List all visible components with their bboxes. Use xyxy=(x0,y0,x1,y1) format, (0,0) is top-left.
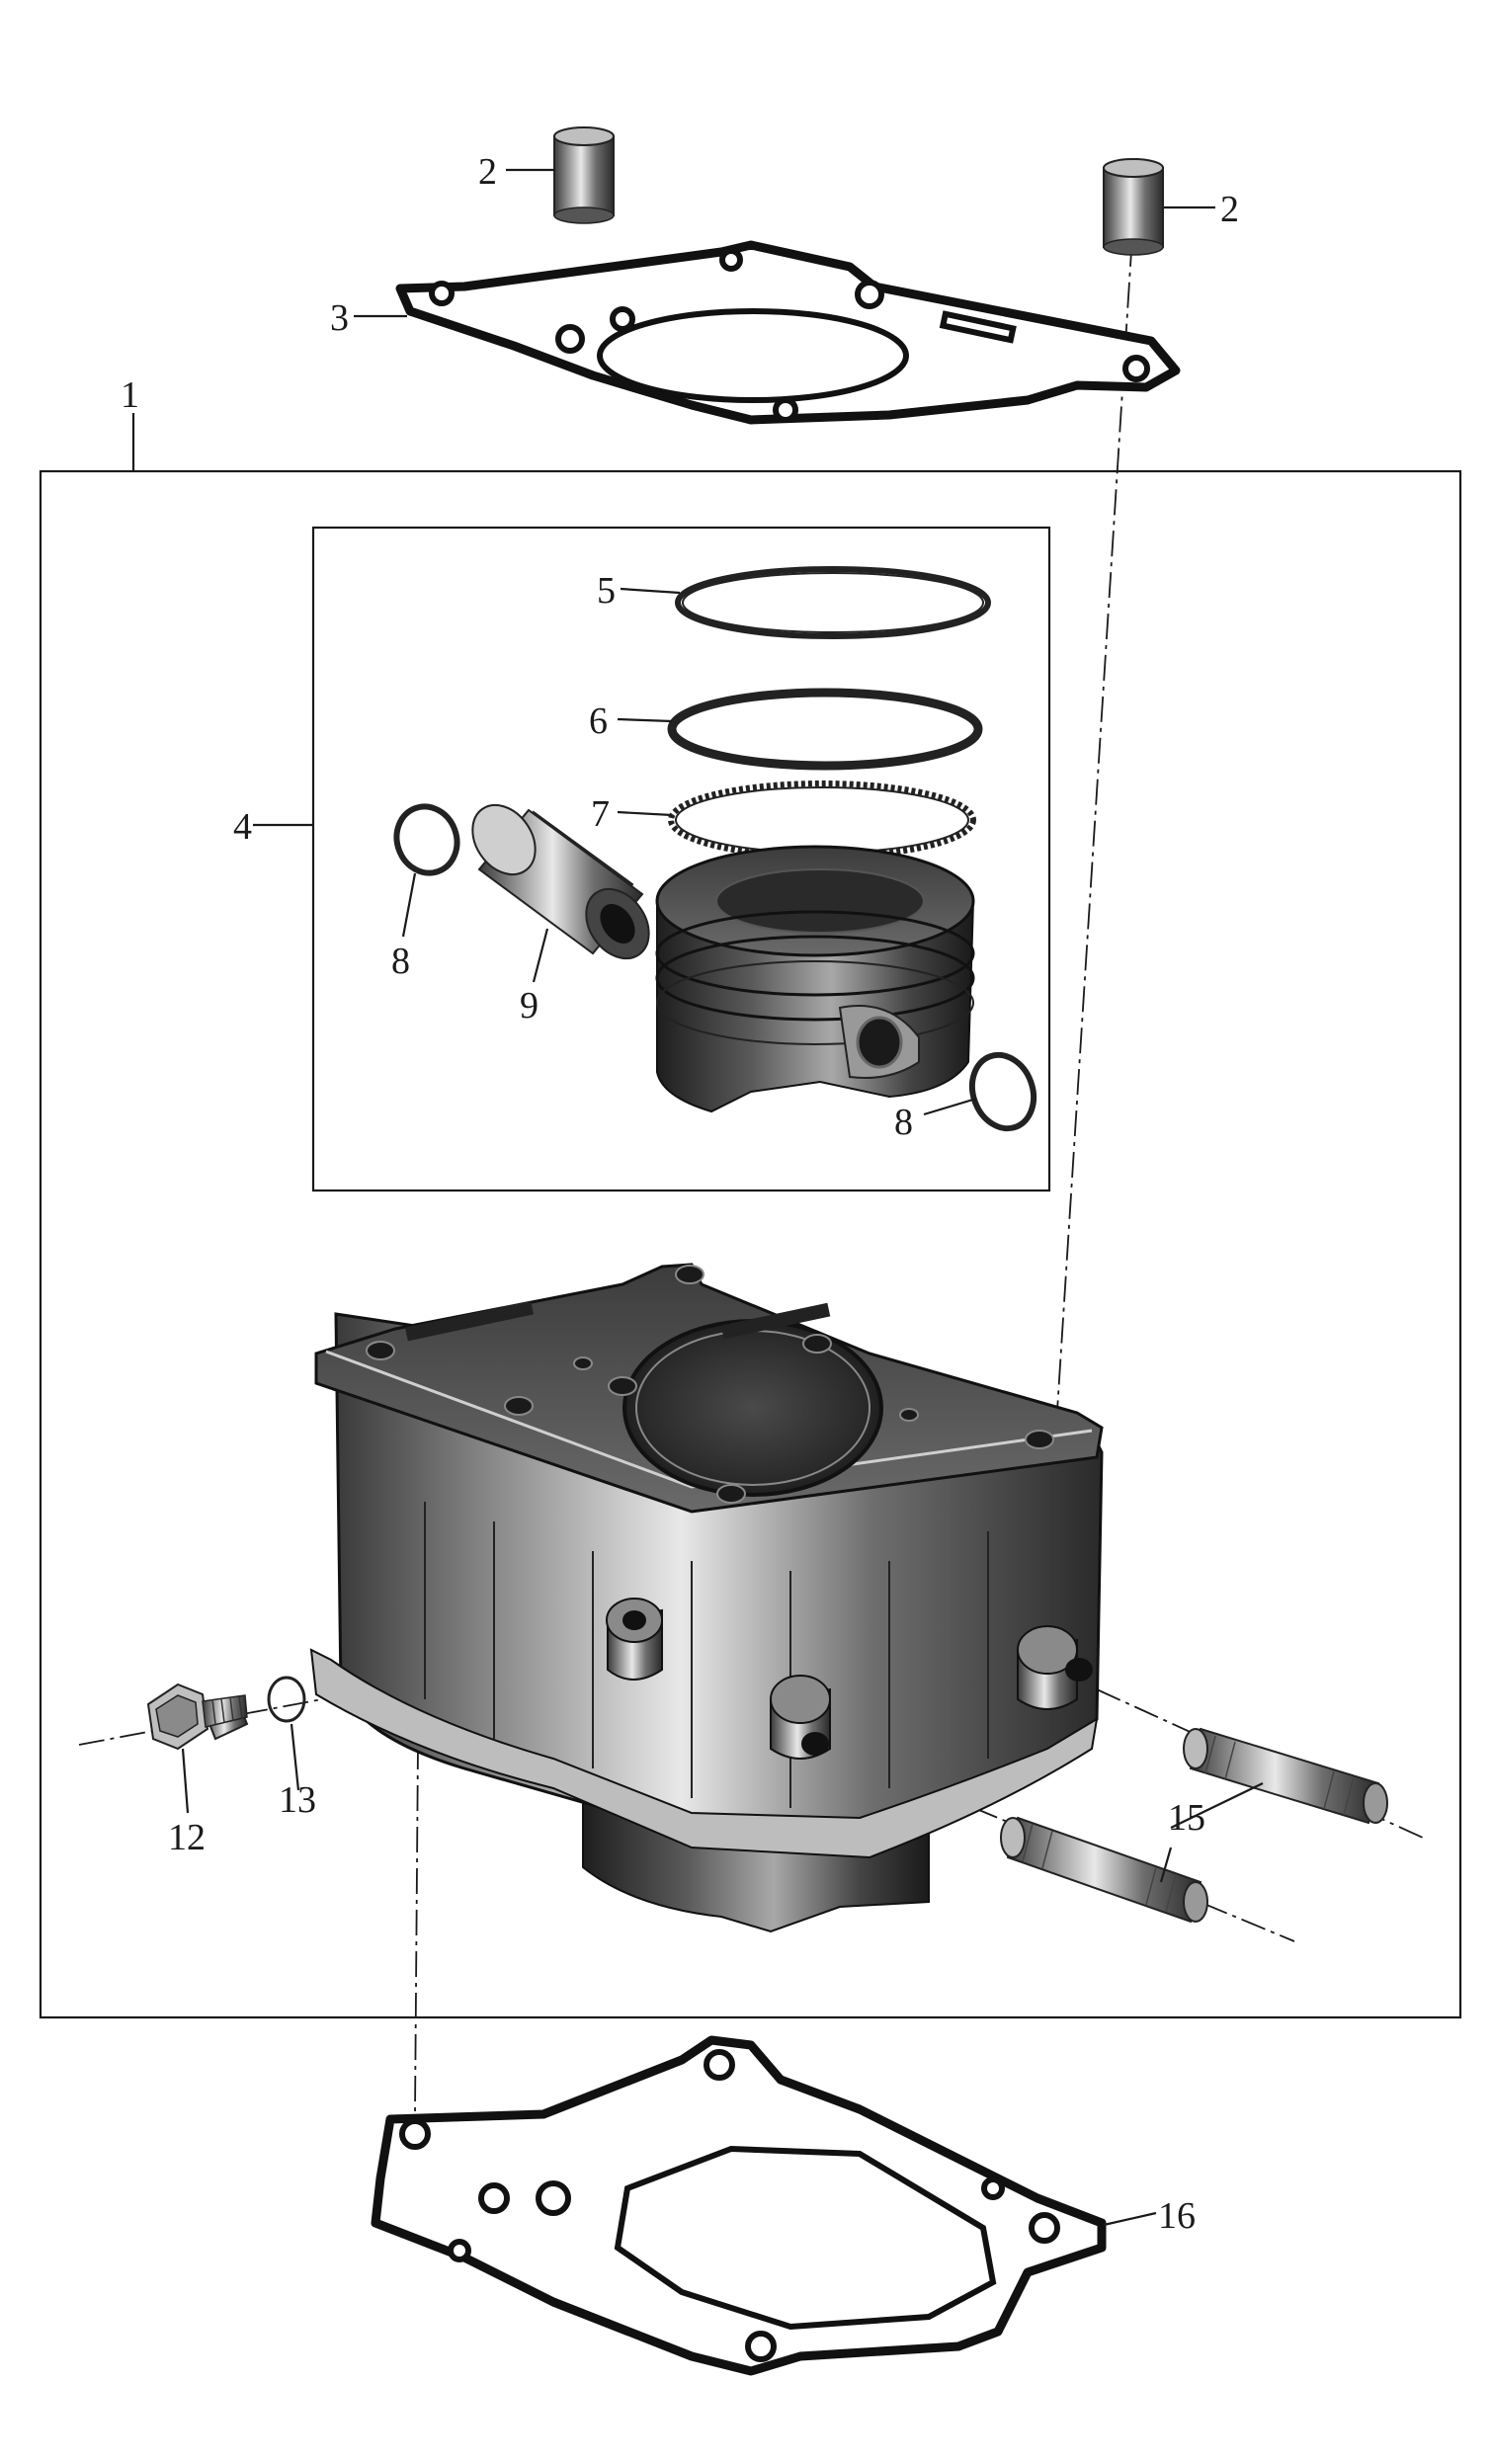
callout-1: 1 xyxy=(121,374,139,416)
piston-pin-clip-right xyxy=(968,1051,1037,1132)
second-compression-ring xyxy=(667,688,983,771)
cylinder-head-gasket xyxy=(395,240,1181,425)
callout-2-left: 2 xyxy=(478,151,497,193)
callout-2-right: 2 xyxy=(1220,189,1239,230)
dowel-pin-right xyxy=(1103,158,1164,256)
piston-subassembly-frame xyxy=(311,526,1051,1192)
callout-6: 6 xyxy=(589,700,608,742)
leader-lines xyxy=(131,168,1264,2227)
callout-5: 5 xyxy=(597,570,616,612)
callout-3: 3 xyxy=(330,297,349,339)
dowel-pin-left xyxy=(553,126,615,224)
cylinder-studs xyxy=(1000,1727,1388,1924)
top-compression-ring xyxy=(675,566,991,639)
callout-9: 9 xyxy=(520,985,539,1027)
callout-8-right: 8 xyxy=(894,1102,913,1143)
assembly-frame xyxy=(39,469,1462,2019)
callout-13: 13 xyxy=(279,1779,316,1821)
flange-bolt xyxy=(146,1683,249,1751)
cylinder-base-gasket xyxy=(371,2035,1107,2376)
callout-12: 12 xyxy=(168,1817,206,1858)
cylinder-bosses xyxy=(606,1598,1093,1760)
cylinder-block xyxy=(309,1263,1104,1933)
piston-pin-clip-left xyxy=(393,803,460,876)
callout-15: 15 xyxy=(1168,1797,1205,1839)
piston xyxy=(655,845,975,1113)
callout-16: 16 xyxy=(1158,2195,1196,2237)
callout-8-left: 8 xyxy=(391,941,410,982)
o-ring xyxy=(267,1676,306,1723)
callout-4: 4 xyxy=(233,806,252,848)
piston-pin xyxy=(471,803,650,960)
callout-7: 7 xyxy=(591,793,610,835)
callout-labels: 1 2 2 3 4 5 6 7 8 9 8 12 13 15 16 xyxy=(121,151,1239,2237)
